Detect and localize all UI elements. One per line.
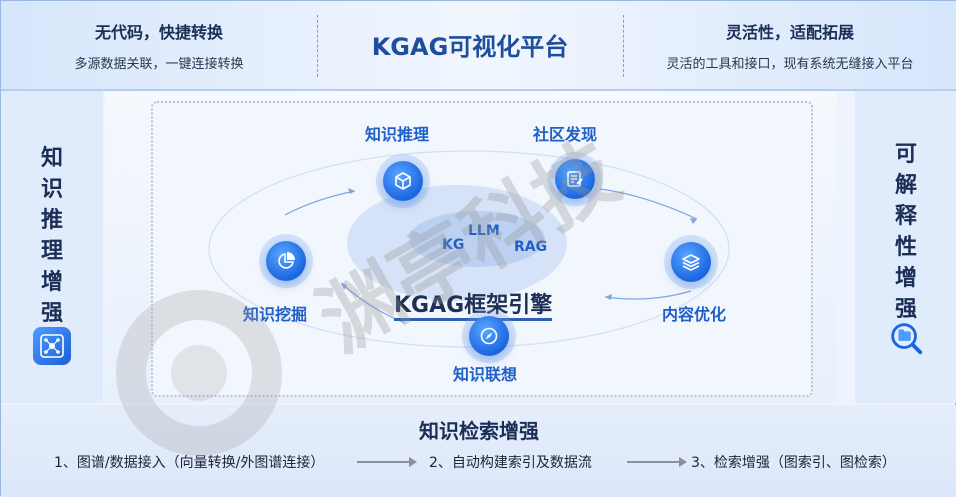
magnifier-folder-icon: [887, 319, 925, 357]
char: 推: [40, 208, 63, 233]
header-divider-left: [317, 15, 318, 77]
node-label-community: 社区发现: [533, 125, 598, 144]
step-3: 3、检索增强（图索引、图检索）: [691, 455, 896, 471]
node-label-association: 知识联想: [453, 365, 518, 384]
reasoning-enhancement-text: 知 识 推 理 增 强: [1, 143, 103, 329]
rag-label: RAG: [514, 239, 548, 255]
arrow-right-icon: [627, 457, 687, 467]
node-label-mining: 知识挖掘: [243, 305, 308, 324]
flexibility-title: 灵活性，适配拓展: [725, 23, 854, 42]
layers-icon: [671, 242, 711, 282]
knowledge-book-icon: [33, 327, 71, 365]
step-1: 1、图谱/数据接入（向量转换/外图谱连接）: [54, 455, 325, 471]
char: 释: [894, 204, 917, 229]
char: 理: [40, 239, 63, 264]
char: 强: [894, 297, 917, 322]
char: 知: [40, 146, 63, 171]
char: 解: [894, 173, 917, 198]
cycle-arrows: [208, 150, 730, 348]
watermark-logo-icon: [116, 290, 282, 456]
reasoning-enhancement-panel: 知 识 推 理 增 强: [1, 91, 103, 403]
char: 强: [40, 301, 63, 326]
pie-chart-icon: [266, 241, 306, 281]
flexibility-subtitle: 灵活的工具和接口，现有系统无缝接入平台: [666, 57, 914, 72]
node-label-optimize: 内容优化: [662, 305, 727, 324]
document-edit-icon: [555, 159, 595, 199]
node-label-reasoning: 知识推理: [365, 125, 430, 144]
no-code-subtitle: 多源数据关联，一键连接转换: [74, 57, 244, 72]
arrow-right-icon: [357, 457, 417, 467]
header-divider-right: [623, 15, 624, 77]
llm-label: LLM: [468, 223, 500, 239]
platform-title: KGAG可视化平台: [371, 33, 569, 61]
char: 识: [40, 177, 63, 202]
compass-icon: [469, 316, 509, 356]
engine-title: KGAG框架引擎: [394, 287, 553, 321]
cube-icon: [383, 161, 423, 201]
char: 可: [894, 142, 917, 167]
no-code-title: 无代码，快捷转换: [94, 23, 223, 42]
interpretability-enhancement-text: 可 解 释 性 增 强: [855, 139, 956, 325]
retrieval-enhancement-bar: 知识检索增强 1、图谱/数据接入（向量转换/外图谱连接） 2、自动构建索引及数据…: [1, 405, 956, 497]
interpretability-enhancement-panel: 可 解 释 性 增 强: [855, 91, 956, 403]
step-2: 2、自动构建索引及数据流: [429, 455, 592, 471]
kg-label: KG: [442, 237, 465, 253]
framework-area: LLM KG RAG KGAG框架引擎 知识推理 社区发现 内容优化 知识挖掘 …: [105, 91, 837, 403]
char: 性: [894, 235, 917, 260]
retrieval-enhancement-title: 知识检索增强: [419, 419, 539, 443]
char: 增: [40, 270, 63, 295]
header-bar: 无代码，快捷转换 多源数据关联，一键连接转换 KGAG可视化平台 灵活性，适配拓…: [1, 1, 956, 91]
char: 增: [894, 266, 917, 291]
